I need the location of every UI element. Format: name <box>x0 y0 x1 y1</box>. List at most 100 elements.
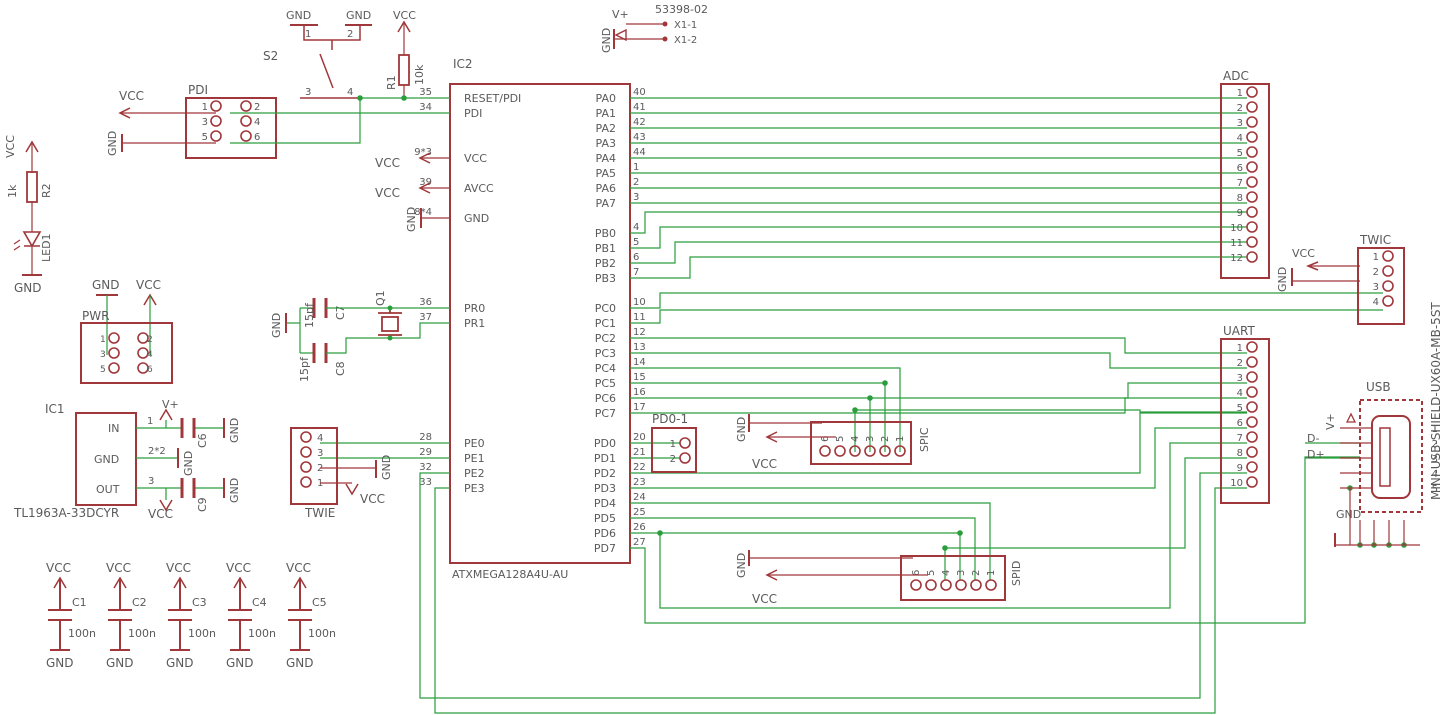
c8-value: 15pf <box>298 356 311 382</box>
spic-pin-number: 5 <box>835 436 846 442</box>
uart-pin-pad <box>1246 446 1258 458</box>
twic-pin-pad <box>1382 295 1394 307</box>
uart-pin-pad <box>1246 461 1258 473</box>
ic2-pin-number: 14 <box>633 357 646 368</box>
led-vcc-label: VCC <box>4 135 17 158</box>
wire-segment <box>630 309 1383 324</box>
c9-gnd-label: GND <box>228 478 241 503</box>
r1-vcc-label: VCC <box>393 9 416 22</box>
adc-pin-pad <box>1246 101 1258 113</box>
adc-pin-number: 11 <box>1230 238 1243 249</box>
s2-gnd1-label: GND <box>286 9 311 22</box>
twic-pin-pad <box>1382 280 1394 292</box>
pdi-vcc-label: VCC <box>119 89 144 103</box>
pd01-pin-number: 1 <box>670 439 676 450</box>
ic1-num-in: 1 <box>147 416 153 427</box>
decap-vcc-label: VCC <box>46 561 71 575</box>
twic-vcc-label: VCC <box>1292 247 1315 260</box>
adc-pin-number: 7 <box>1237 178 1243 189</box>
usb-pin-number: 3 <box>1432 454 1438 465</box>
spid-pin-number: 5 <box>926 570 937 576</box>
s2-label: S2 <box>263 49 278 63</box>
ic2-pin-name: PE1 <box>464 452 485 465</box>
pdi-pin-number: 1 <box>202 102 208 113</box>
adc-label: ADC <box>1223 69 1249 83</box>
pd01-pins: 12 <box>670 437 691 465</box>
ic2-pin-name: PD5 <box>594 512 616 525</box>
adc-pin-number: 6 <box>1237 163 1243 174</box>
ic2-pin-name: PA6 <box>596 182 616 195</box>
spic-pin-pad <box>864 445 876 457</box>
wire-segment <box>630 241 1247 264</box>
ic1-part: TL1963A-33DCYR <box>13 506 119 520</box>
decap-name: C5 <box>312 596 327 609</box>
decap-value: 100n <box>188 627 216 640</box>
pdi-pin-number: 2 <box>254 102 260 113</box>
pdi-pin-number: 6 <box>254 132 260 143</box>
pdi-pin-number: 5 <box>202 132 208 143</box>
pwr-label: PWR <box>82 309 109 323</box>
ic1-regulator: IC1 IN GND OUT 1 2*2 3 TL1963A-33DCYR V+… <box>13 398 241 521</box>
pdi-pin-number: 4 <box>254 117 260 128</box>
ic2-pin-number: 10 <box>633 297 646 308</box>
twie-pin-number: 3 <box>317 448 323 459</box>
c9-name: C9 <box>196 497 209 512</box>
adc-pin-pad <box>1246 176 1258 188</box>
adc-pin-pad <box>1246 131 1258 143</box>
ic2-power-nets: VCC VCC GND <box>375 152 450 232</box>
pdi-pin-number: 3 <box>202 117 208 128</box>
uart-pin-number: 3 <box>1237 373 1243 384</box>
crystal-gnd-wire <box>286 307 314 354</box>
decap-value: 100n <box>68 627 96 640</box>
decap-symbol <box>48 578 72 651</box>
spic-body <box>810 421 912 465</box>
twie-vcc-label: VCC <box>360 492 385 506</box>
pwr-pad <box>108 332 120 344</box>
ic2-pin-number: 37 <box>419 312 432 323</box>
ic2-pin-number: 25 <box>633 507 646 518</box>
adc-pin-pad <box>1246 236 1258 248</box>
ic2-pin-name: PD6 <box>594 527 616 540</box>
adc-pin-number: 3 <box>1237 118 1243 129</box>
adc-pin-pad <box>1246 251 1258 263</box>
r2-body <box>26 171 38 203</box>
decap-vcc-label: VCC <box>286 561 311 575</box>
ic1-wires <box>136 420 224 500</box>
uart-pin-pad <box>1246 356 1258 368</box>
wire-segment <box>854 409 1247 452</box>
decap-gnd-label: GND <box>46 656 74 670</box>
wire-junction <box>657 530 663 536</box>
ic2-pin-number: 6 <box>633 252 639 263</box>
uart-pin-number: 2 <box>1237 358 1243 369</box>
pdi-pad <box>240 130 252 142</box>
uart-pin-number: 9 <box>1237 463 1243 474</box>
decap-value: 100n <box>248 627 276 640</box>
ic2-pin-name: PC6 <box>595 392 616 405</box>
ic2-pin-number: 26 <box>633 522 646 533</box>
spid-pin-pad <box>985 579 997 591</box>
spid-body <box>900 555 1006 601</box>
spic-vcc-label: VCC <box>752 457 777 471</box>
pwr-pad <box>137 347 149 359</box>
ic1-num-gnd: 2*2 <box>148 446 166 457</box>
twic-label: TWIC <box>1359 233 1391 247</box>
c8-name: C8 <box>334 361 347 376</box>
ic2-pin-number: 16 <box>633 387 646 398</box>
ic2-pin-number: 8*4 <box>414 207 432 218</box>
wire-segment <box>630 442 680 459</box>
usb-pin-number: 2 <box>1432 439 1438 450</box>
pd01-pin-pad <box>679 437 691 449</box>
ic2-pin-name: RESET/PDI <box>464 92 521 105</box>
ic2-pin-name: PE0 <box>464 437 485 450</box>
pwr-pin-number: 4 <box>147 350 153 360</box>
ic1-caps <box>180 418 196 498</box>
ic2-pin-name: PC1 <box>595 317 616 330</box>
pdi-pad <box>210 115 222 127</box>
c6-name: C6 <box>196 433 209 448</box>
ic2-pin-number: 23 <box>633 477 646 488</box>
